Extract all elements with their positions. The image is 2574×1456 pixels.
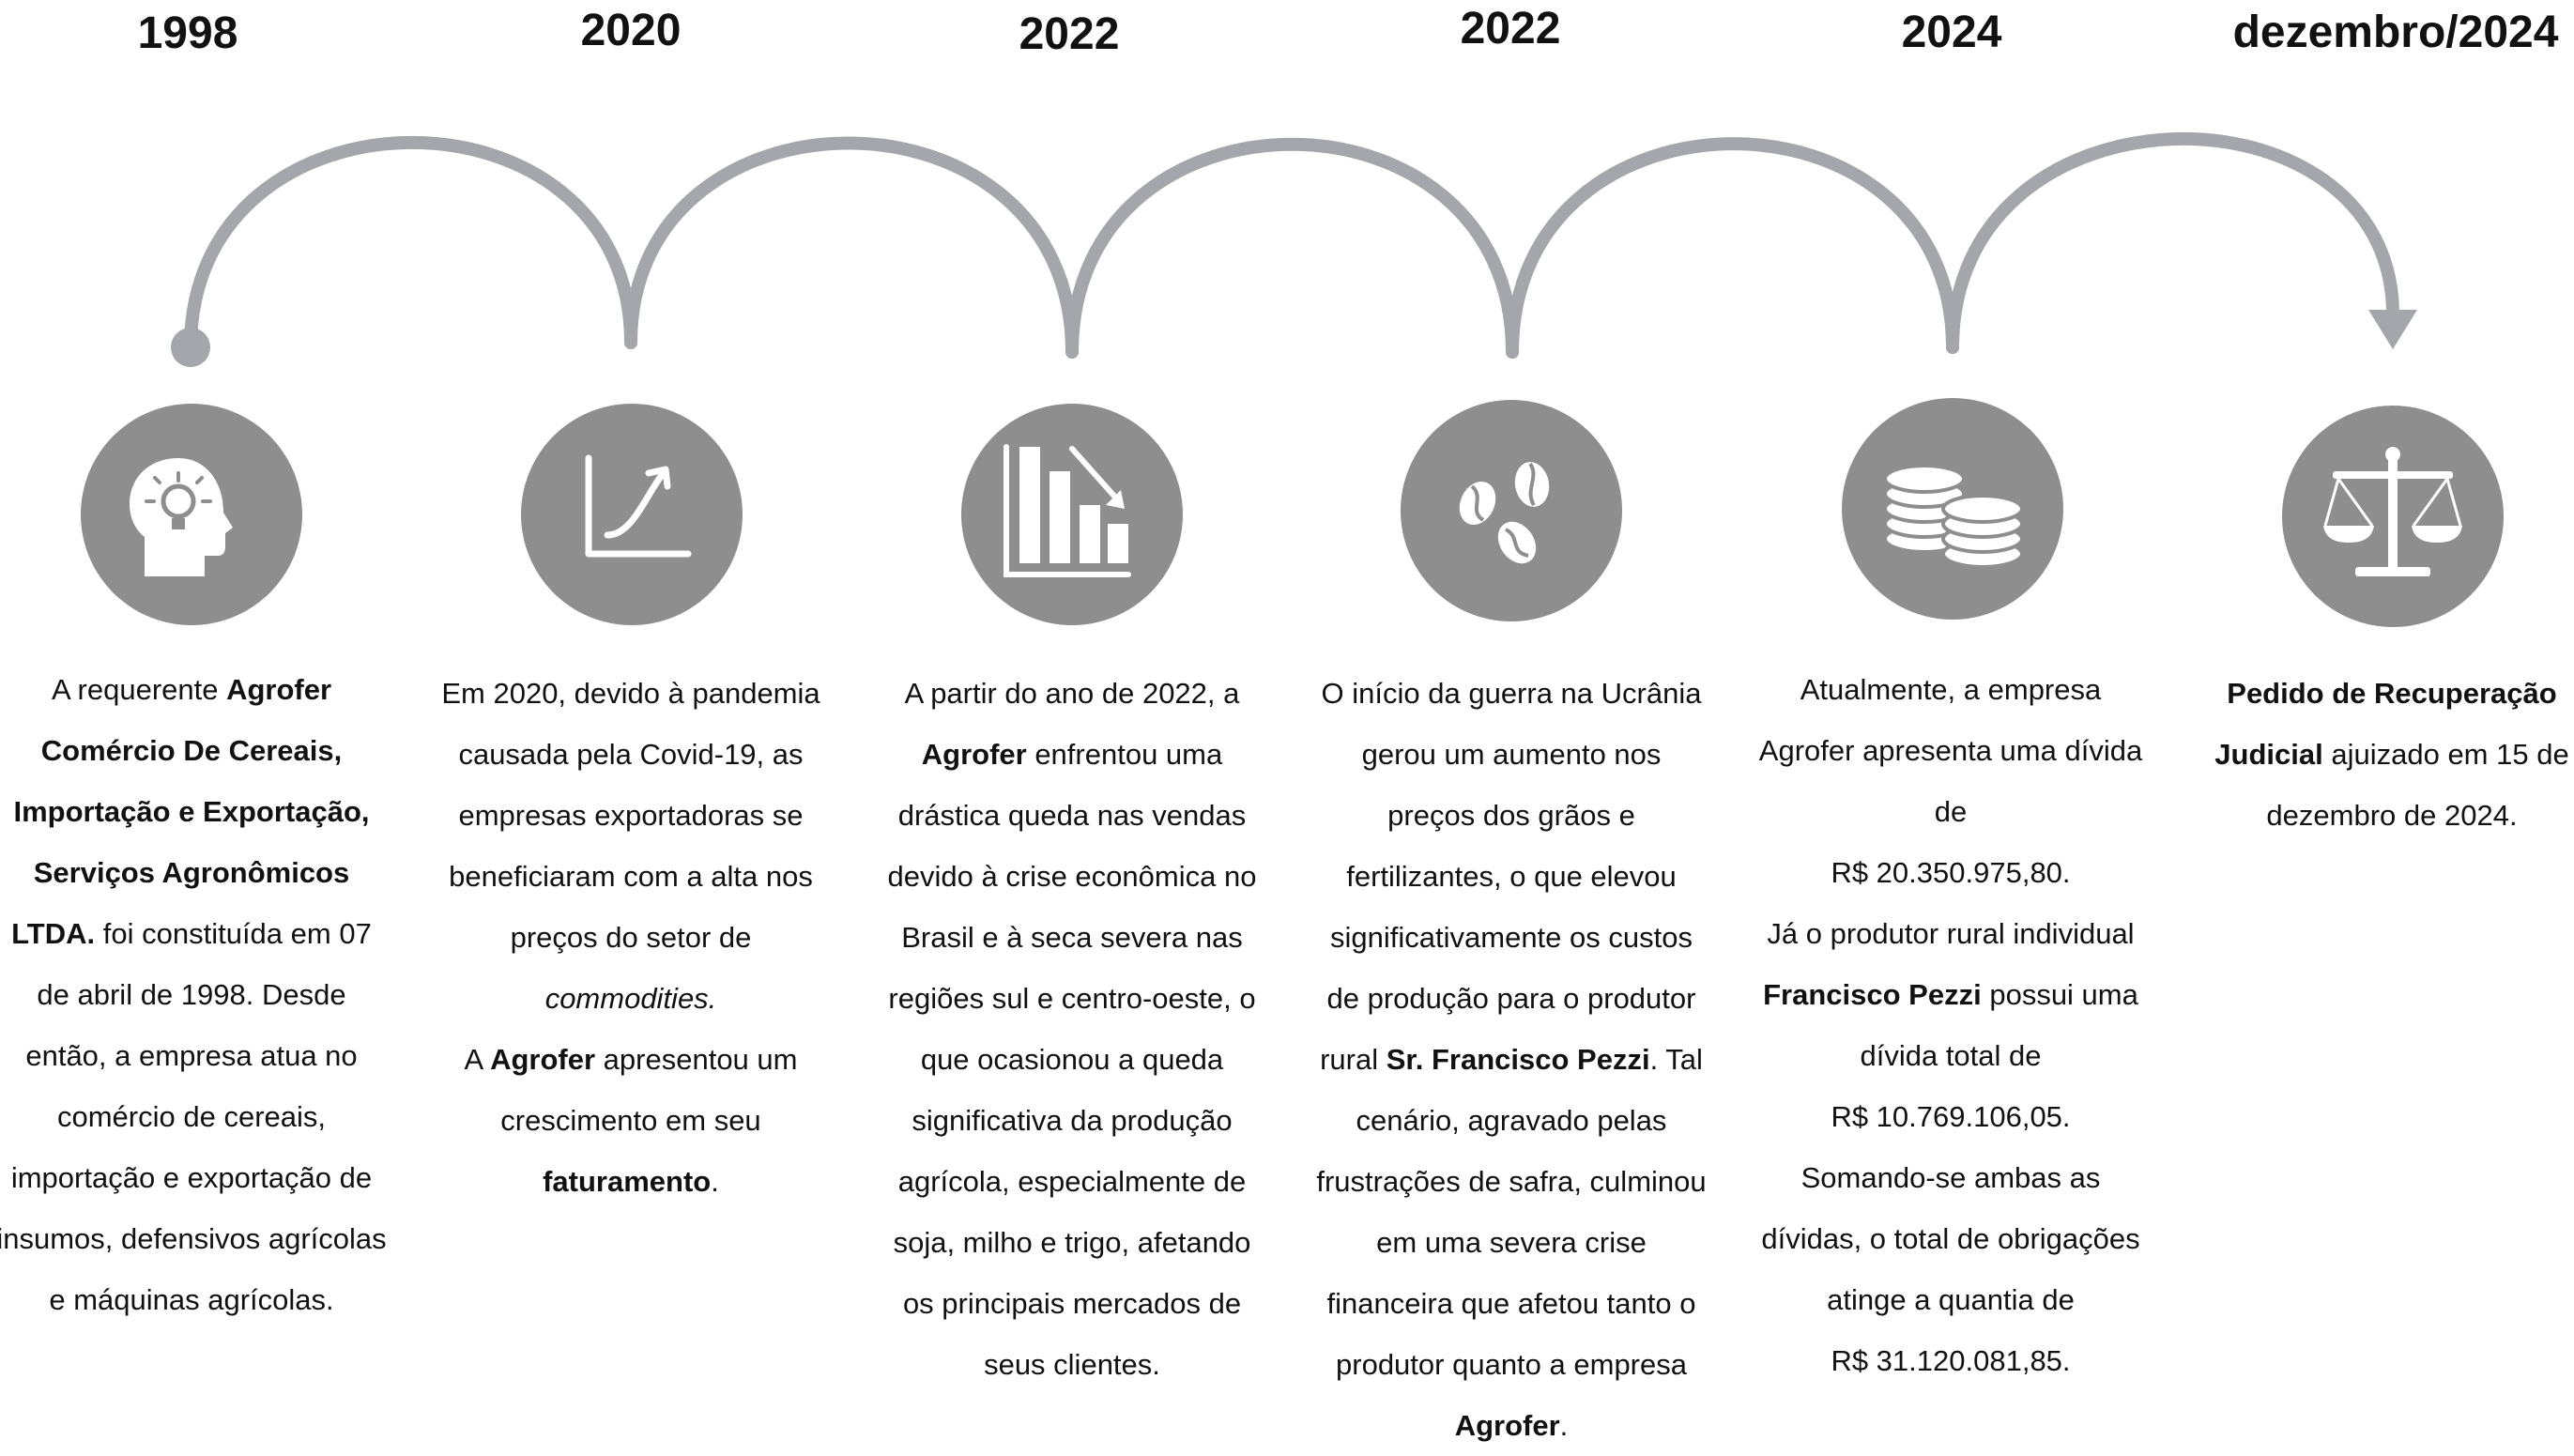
text-run: enfrentou uma drástica queda nas vendas … [887, 738, 1257, 1381]
coins-icon [1842, 398, 2063, 620]
year-label-6: dezembro/2024 [2232, 8, 2559, 57]
emphasis-text: faturamento [543, 1165, 712, 1198]
text-run: Já o produtor rural individual [1767, 917, 2135, 950]
growth-chart-icon [521, 404, 743, 625]
head-lightbulb-icon [81, 404, 302, 625]
text-run: apresentou um crescimento em seu [500, 1043, 798, 1137]
step-text: Atualmente, a empresa Agrofer apresenta … [1754, 659, 2148, 1391]
text-run: R$ 20.350.975,80. [1831, 856, 2071, 889]
text-run: A [464, 1043, 491, 1076]
text-run: . [1559, 1409, 1569, 1442]
arc-4 [1506, 137, 1959, 359]
emphasis-text: Agrofer [921, 738, 1027, 771]
declining-bar-chart-icon [961, 404, 1183, 625]
year-label-3: 2022 [1019, 9, 1120, 59]
step-text: O início da guerra na Ucrânia gerou um a… [1314, 663, 1708, 1456]
text-run: . [711, 1165, 719, 1198]
step-6-description: Pedido de Recuperação Judicial ajuizado … [2195, 663, 2574, 846]
emphasis-text: Francisco Pezzi [1763, 978, 1982, 1011]
year-label-1: 1998 [137, 8, 238, 58]
text-run: ajuizado em 15 de dezembro de 2024. [2266, 738, 2569, 832]
step-text: A partir do ano de 2022, a Agrofer enfre… [875, 663, 1269, 1395]
arc-3 [1065, 137, 1519, 359]
grains-icon [1401, 400, 1622, 621]
emphasis-text: Agrofer [490, 1043, 596, 1076]
step-text: A requerente Agrofer Comércio De Cereais… [0, 659, 389, 1330]
timeline-arrowhead [2368, 310, 2417, 349]
step-5-description: Atualmente, a empresa Agrofer apresenta … [1754, 659, 2148, 1391]
text-run: foi constituída em 07 de abril de 1998. … [0, 917, 387, 1316]
arc-5 [1946, 132, 2399, 354]
scales-of-justice-icon [2282, 406, 2504, 627]
step-text: Em 2020, devido à pandemia causada pela … [434, 663, 828, 1212]
step-3-description: A partir do ano de 2022, a Agrofer enfre… [875, 663, 1269, 1395]
text-run: O início da guerra na Ucrânia gerou um a… [1320, 677, 1702, 1076]
emphasis-text: Agrofer [1454, 1409, 1560, 1442]
timeline-start-dot [171, 328, 210, 367]
year-label-5: 2024 [1901, 8, 2002, 57]
text-run: A partir do ano de 2022, a [904, 677, 1240, 710]
arc-1 [184, 136, 637, 354]
arc-2 [624, 136, 1079, 359]
text-run: R$ 31.120.081,85. [1831, 1344, 2071, 1377]
emphasis-text: Agrofer Comércio De Cereais, Importação … [11, 673, 370, 950]
text-run: Em 2020, devido à pandemia causada pela … [441, 677, 820, 954]
step-2-description: Em 2020, devido à pandemia causada pela … [434, 663, 828, 1212]
text-run: R$ 10.769.106,05. [1831, 1100, 2071, 1133]
timeline-connector [171, 132, 2417, 367]
text-run: . Tal cenário, agravado pelas frustraçõe… [1316, 1043, 1707, 1381]
step-text: Pedido de Recuperação Judicial ajuizado … [2195, 663, 2574, 846]
emphasis-text: Sr. Francisco Pezzi [1386, 1043, 1650, 1076]
text-run: Somando-se ambas as dívidas, o total de … [1761, 1161, 2140, 1316]
step-1-description: A requerente Agrofer Comércio De Cereais… [0, 659, 389, 1330]
text-run: A requerente [51, 673, 227, 706]
year-label-2: 2020 [580, 6, 682, 55]
italic-text: commodities. [544, 982, 717, 1015]
text-run: Atualmente, a empresa Agrofer apresenta … [1758, 673, 2143, 828]
step-4-description: O início da guerra na Ucrânia gerou um a… [1314, 663, 1708, 1456]
emphasis-text: Pedido de Recuperação Judicial [2214, 677, 2557, 771]
text-run: possui uma dívida total de [1860, 978, 2138, 1072]
year-label-4: 2022 [1460, 4, 1561, 54]
